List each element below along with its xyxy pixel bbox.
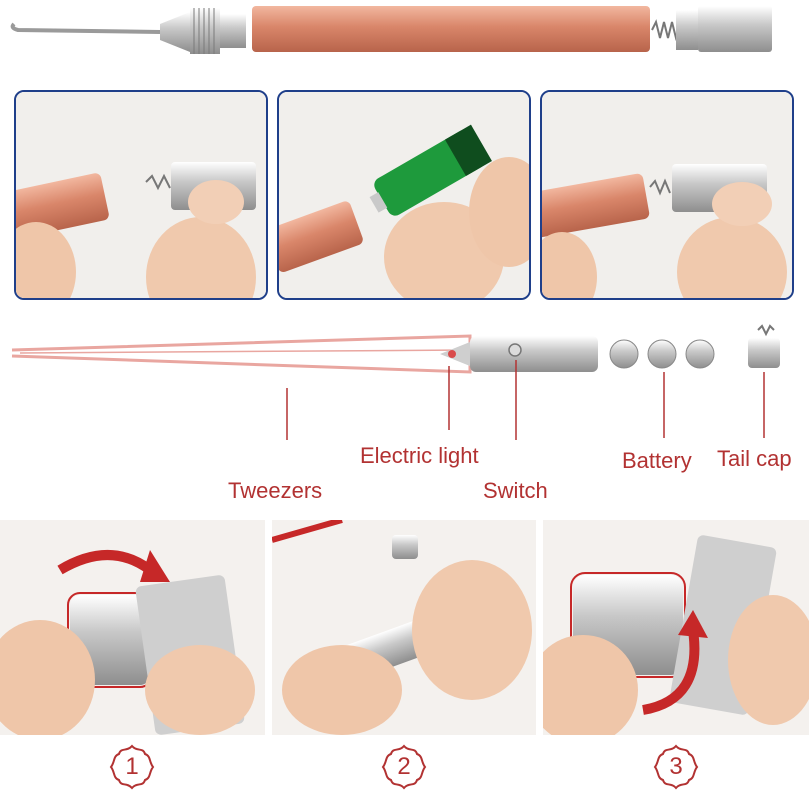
pick-tip xyxy=(10,22,161,34)
step-3-photo xyxy=(543,520,809,735)
copper-tube xyxy=(252,6,650,52)
tail-cap-label: Tail cap xyxy=(717,446,792,471)
rotate-arrow-back xyxy=(642,629,700,715)
tail-cap-part xyxy=(748,338,780,368)
panel-open-tube xyxy=(14,90,268,300)
ear-pick-assembly xyxy=(0,0,809,70)
rotate-arrow xyxy=(57,550,153,575)
tweezers-body xyxy=(11,334,472,374)
battery-cell-2 xyxy=(647,339,677,369)
knurled-collar xyxy=(190,8,220,54)
step-2-badge: 2 xyxy=(381,744,427,790)
step-2-photo xyxy=(272,520,536,735)
step-1-number: 1 xyxy=(125,753,139,780)
battery-label: Battery xyxy=(622,448,692,473)
end-cap xyxy=(698,6,772,52)
loose-tail-cap xyxy=(392,535,418,559)
switch-label: Switch xyxy=(483,478,548,503)
step-1-badge: 1 xyxy=(109,744,155,790)
switch-button xyxy=(508,343,522,357)
step-3-number: 3 xyxy=(669,753,683,780)
step-2-number: 2 xyxy=(397,753,411,780)
step-1-photo xyxy=(0,520,265,735)
panel-close-tube xyxy=(540,90,794,300)
battery-cell-3 xyxy=(685,339,715,369)
panel-insert-battery xyxy=(277,90,531,300)
light-barrel xyxy=(470,336,598,372)
ear-pick-illustration xyxy=(10,6,772,54)
tweezers-label: Tweezers xyxy=(228,478,323,503)
collar-cone xyxy=(160,12,190,52)
battery-cell-1 xyxy=(609,339,639,369)
spring xyxy=(651,19,681,41)
tweezers-diagram xyxy=(0,320,809,440)
electric-light-label: Electric light xyxy=(360,443,479,468)
step-3-badge: 3 xyxy=(653,744,699,790)
